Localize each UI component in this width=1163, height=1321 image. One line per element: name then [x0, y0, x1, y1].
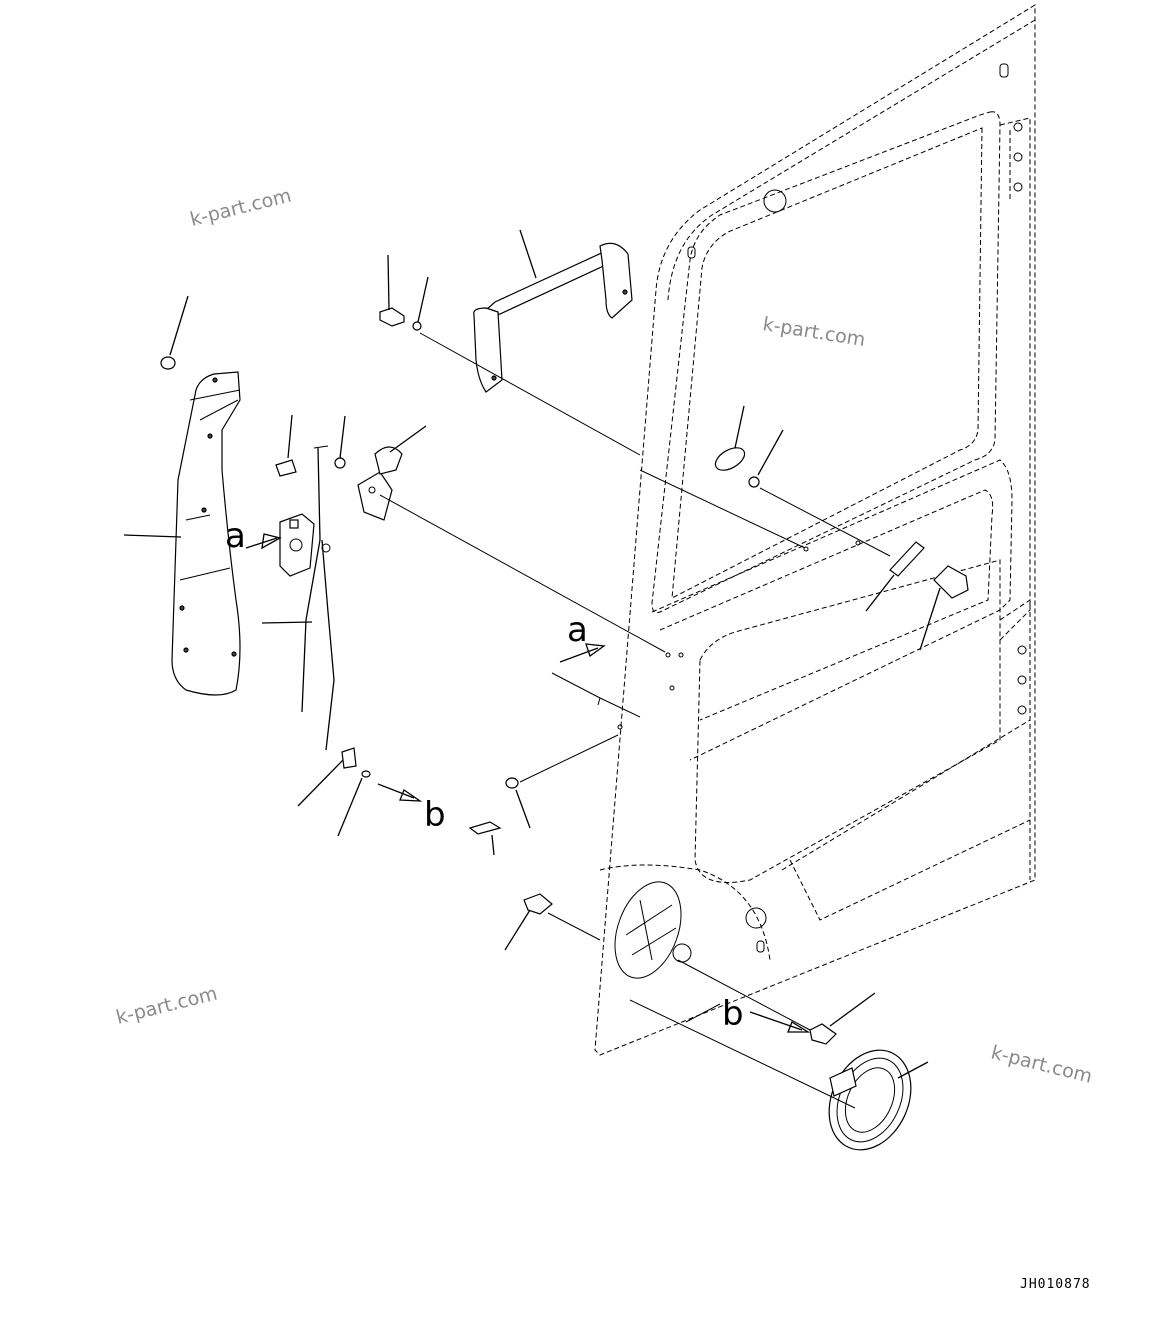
cab-door-panel — [594, 4, 1036, 1056]
trim-cover — [123, 295, 241, 696]
watermark-4: k-part.com — [989, 1042, 1095, 1088]
fasteners — [275, 254, 969, 1045]
drawing-code: JH010878 — [1020, 1277, 1091, 1292]
watermark-1: k-part.com — [188, 184, 294, 230]
control-rods — [261, 445, 335, 751]
view-marker-b-door: b — [722, 994, 744, 1034]
watermark-2: k-part.com — [761, 313, 867, 351]
speaker — [828, 1049, 929, 1151]
view-marker-b-left: b — [424, 795, 446, 835]
door-lock: a — [225, 513, 315, 577]
view-marker-a-door: a — [567, 610, 588, 650]
view-marker-a-left: a — [225, 516, 246, 556]
grab-handle — [473, 229, 633, 393]
watermarks: k-part.com k-part.com k-part.com k-part.… — [114, 184, 1095, 1087]
watermark-3: k-part.com — [114, 982, 220, 1028]
assembly-lines: a b b — [377, 332, 891, 1109]
striker-bracket — [357, 425, 427, 521]
